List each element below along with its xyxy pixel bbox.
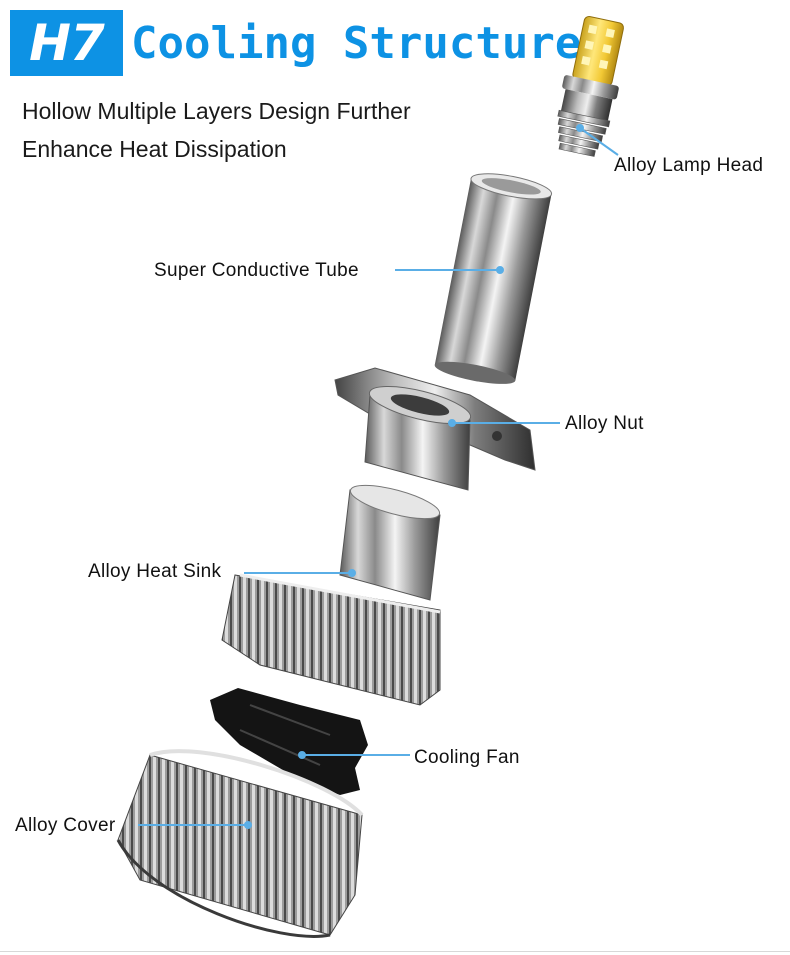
cooling-fan-part bbox=[210, 688, 368, 795]
callout-dot-lamp-head bbox=[576, 124, 584, 132]
label-alloy-cover: Alloy Cover bbox=[15, 815, 116, 836]
callout-line-lamp-head bbox=[579, 127, 619, 156]
callout-lines bbox=[138, 124, 619, 829]
callout-dot-heat-sink bbox=[348, 569, 356, 577]
label-super-conductive-tube: Super Conductive Tube bbox=[154, 260, 359, 281]
label-alloy-lamp-head: Alloy Lamp Head bbox=[614, 155, 764, 176]
label-alloy-nut: Alloy Nut bbox=[565, 413, 644, 434]
page-title: Cooling Structure bbox=[131, 18, 582, 69]
callout-dot-nut bbox=[448, 419, 456, 427]
h7-badge: H7 bbox=[10, 10, 123, 76]
callout-dot-cover bbox=[244, 821, 252, 829]
alloy-nut-part bbox=[334, 367, 536, 491]
label-alloy-heat-sink: Alloy Heat Sink bbox=[88, 561, 222, 582]
bottom-divider bbox=[0, 951, 790, 952]
callout-dot-fan bbox=[298, 751, 306, 759]
lamp-head-part bbox=[557, 16, 624, 157]
label-cooling-fan: Cooling Fan bbox=[414, 747, 520, 768]
page-subtitle: Hollow Multiple Layers Design Further En… bbox=[22, 98, 411, 162]
heat-sink-part bbox=[221, 484, 441, 706]
callout-dot-tube bbox=[496, 266, 504, 274]
conductive-tube-part bbox=[434, 173, 553, 384]
alloy-cover-part bbox=[116, 749, 364, 938]
